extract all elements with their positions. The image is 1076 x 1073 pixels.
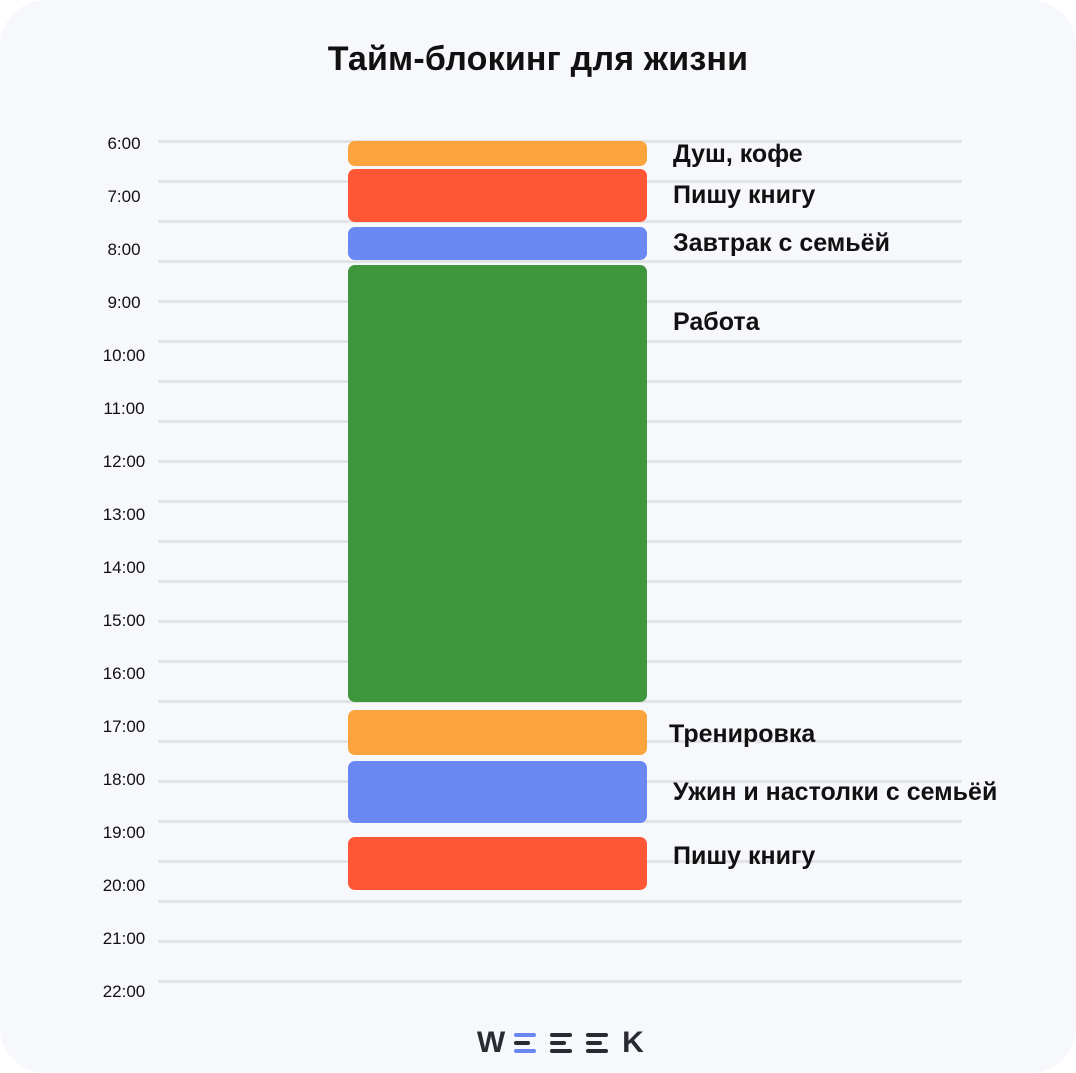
logo-letter-w: W xyxy=(476,1026,506,1059)
time-block-label: Тренировка xyxy=(669,720,816,748)
time-label: 19:00 xyxy=(102,823,146,842)
time-block-label: Работа xyxy=(673,308,760,336)
time-label: 14:00 xyxy=(102,558,146,577)
logo-e-icon xyxy=(512,1029,540,1057)
time-block xyxy=(348,265,647,702)
time-block-label: Ужин и настолки с семьёй xyxy=(673,778,998,806)
time-block xyxy=(348,710,647,755)
grid-line xyxy=(158,980,962,983)
logo-letter-k: K xyxy=(622,1026,644,1059)
time-block-label: Завтрак с семьёй xyxy=(673,229,890,257)
grid-line xyxy=(158,260,962,263)
time-block-label: Душ, кофе xyxy=(673,140,803,168)
time-block-label: Пишу книгу xyxy=(673,842,816,870)
time-label: 21:00 xyxy=(102,929,146,948)
time-block-label: Пишу книгу xyxy=(673,181,816,209)
time-label: 11:00 xyxy=(103,399,145,418)
time-label: 7:00 xyxy=(107,187,141,206)
grid-line xyxy=(158,940,962,943)
time-label: 10:00 xyxy=(102,346,146,365)
time-label: 12:00 xyxy=(102,452,146,471)
time-label: 22:00 xyxy=(102,982,146,1001)
logo-e-icon xyxy=(548,1029,576,1057)
weeek-logo: W K xyxy=(474,1025,650,1061)
page-title: Тайм-блокинг для жизни xyxy=(327,40,749,78)
time-label: 15:00 xyxy=(102,611,146,630)
time-block xyxy=(348,761,647,823)
time-label: 18:00 xyxy=(102,770,146,789)
time-label: 17:00 xyxy=(102,717,146,736)
time-block xyxy=(348,227,647,260)
time-label: 9:00 xyxy=(107,293,141,312)
time-label: 13:00 xyxy=(102,505,146,524)
grid-line xyxy=(158,900,962,903)
time-label: 20:00 xyxy=(102,876,146,895)
logo-e-icon xyxy=(584,1029,612,1057)
time-label: 16:00 xyxy=(102,664,146,683)
time-block xyxy=(348,141,647,166)
time-block xyxy=(348,837,647,890)
time-block xyxy=(348,169,647,222)
time-label: 8:00 xyxy=(107,240,141,259)
time-label: 6:00 xyxy=(107,134,141,153)
